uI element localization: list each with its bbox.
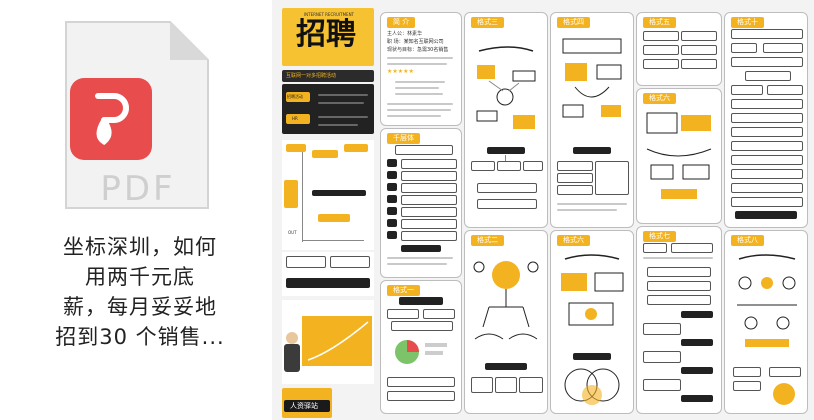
panel-label: 格式六 [643, 93, 676, 104]
poster-side-label-text: 招聘活动 [287, 94, 303, 99]
intro-stars: ★★★★★ [387, 68, 414, 75]
poster-chart-card [282, 300, 374, 384]
panel-format-three: 格式三 [464, 12, 548, 228]
poster-side-label-text: HR [292, 116, 298, 121]
panel-label: 格式六 [557, 235, 590, 246]
intro-line: 主人公：林素华 [387, 31, 423, 37]
intro-line: 现状与目标：急需30名销售 [387, 47, 449, 53]
workflow-sketch-icon [562, 38, 622, 118]
panel-label: 格式七 [643, 231, 676, 242]
pdf-file-icon[interactable]: PDF [58, 16, 214, 216]
poster-side-block: 招聘活动 HR [282, 84, 374, 134]
poster-flow-label: OUT [288, 230, 297, 235]
panel-layers: 千层体 [380, 128, 462, 278]
idea-sketch-icon [561, 254, 624, 326]
file-name[interactable]: 坐标深圳，如何 用两千元底 薪，每月妥妥地 招到30 个销售... [40, 232, 240, 352]
panel-format-six: 格式六 [550, 230, 634, 414]
panel-label: 格式一 [387, 285, 420, 296]
panel-format-five: 格式五 [636, 12, 722, 86]
file-name-line: 用两千元底 [85, 265, 195, 289]
poster-subtitle: INTERNET RECRUITMENT [304, 12, 354, 17]
file-name-line: 招到30 个销售... [55, 325, 225, 349]
panel-label: 格式五 [643, 17, 676, 28]
panel-format-two: 格式二 [464, 230, 548, 414]
poster-column: INTERNET RECRUITMENT 招聘 互联网一对多招聘活动 招聘活动 … [282, 8, 374, 420]
panel-format-four: 格式四 [550, 12, 634, 228]
panel-label: 格式三 [471, 17, 504, 28]
target-circle-icon [773, 383, 795, 405]
poster-brand: 人资驿站 [282, 388, 332, 418]
sketch-notes-illustration-icon [476, 46, 536, 129]
mind-map-sketch-icon [473, 261, 539, 340]
panel-label: 格式四 [557, 17, 590, 28]
poster-text-block [282, 252, 374, 296]
panel-label: 格式八 [731, 235, 764, 246]
panel-format-seven: 格式七 [636, 226, 722, 414]
venn-diagram-icon [564, 368, 620, 405]
panel-format-eight: 格式八 [724, 230, 808, 414]
panel-label: 格式二 [471, 235, 504, 246]
intro-line: 职 场：某知名互联网公司 [387, 39, 444, 45]
poster-banner-text: 互联网一对多招聘活动 [286, 73, 337, 79]
file-name-line: 坐标深圳，如何 [63, 235, 217, 259]
poster-brand-text: 人资驿站 [290, 402, 318, 410]
team-sketch-icon [737, 254, 797, 347]
growth-illustration-icon [284, 316, 372, 372]
poster-banner: 互联网一对多招聘活动 [282, 70, 374, 82]
file-tile[interactable]: PDF 坐标深圳，如何 用两千元底 薪，每月妥妥地 招到30 个销售... [0, 0, 272, 420]
poster-flow: OUT [282, 140, 374, 250]
poster-hero: INTERNET RECRUITMENT 招聘 [282, 8, 374, 66]
panel-format-six-b: 格式六 [636, 88, 722, 224]
pdf-type-label: PDF [100, 169, 175, 209]
file-name-line: 薪，每月妥妥地 [63, 295, 217, 319]
panel-label: 简 介 [387, 17, 416, 28]
poster-side-label: HR [286, 114, 310, 124]
panel-format-ten: 格式十 [724, 12, 808, 228]
poster-title: 招聘 [296, 17, 356, 52]
document-preview: INTERNET RECRUITMENT 招聘 互联网一对多招聘活动 招聘活动 … [272, 0, 814, 420]
pie-chart-icon [395, 340, 447, 364]
panel-label: 千层体 [387, 133, 420, 144]
panel-intro: 简 介 主人公：林素华 职 场：某知名互联网公司 现状与目标：急需30名销售 ★… [380, 12, 462, 126]
desk-sketch-icon [646, 112, 712, 199]
panel-format-one: 格式一 [380, 280, 462, 414]
panel-label: 格式十 [731, 17, 764, 28]
poster-side-label: 招聘活动 [286, 92, 310, 102]
